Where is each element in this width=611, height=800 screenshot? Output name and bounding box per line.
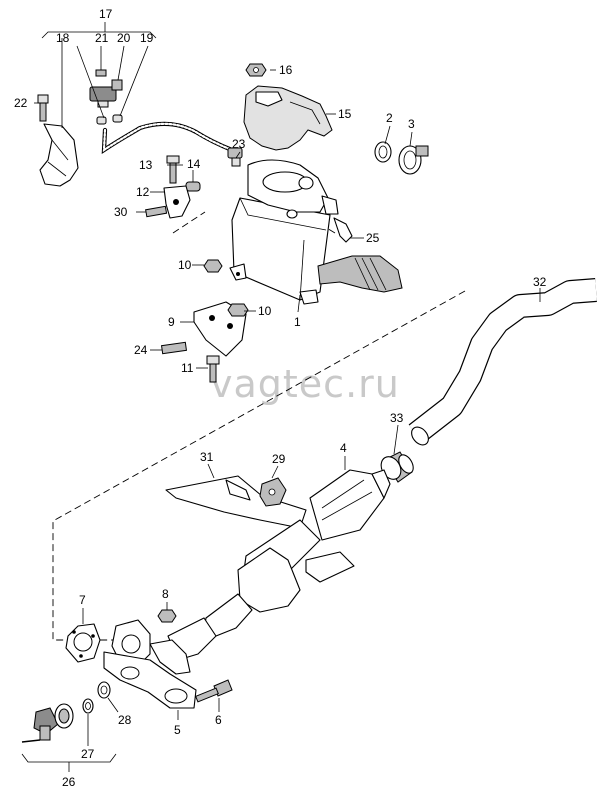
temperature-sensor-26 [21,703,74,743]
screw-21 [95,69,107,77]
clamp-33 [380,451,414,483]
bracket-29 [259,477,287,507]
assembly-line-2 [172,211,206,234]
callout-11: 11 [181,361,194,375]
callout-20: 20 [117,31,131,45]
gasket-2 [374,141,392,163]
callout-26: 26 [62,775,76,789]
callout-3: 3 [408,117,415,131]
stud-30 [145,205,168,218]
seal-27 [82,698,94,714]
callout-23: 23 [232,137,246,151]
callout-9: 9 [168,315,175,329]
callout-labels: 17 18 21 20 19 22 16 15 2 3 23 13 14 12 … [14,7,547,789]
particulate-filter-1 [229,159,403,305]
leader-lines [34,38,541,746]
callout-1: 1 [294,315,301,329]
callout-22: 22 [14,96,28,110]
sensor-hose-19 [101,121,235,155]
nut-8 [157,609,177,623]
callout-13: 13 [139,158,153,172]
downpipe-5 [103,619,197,709]
nut-10-lower [227,303,249,317]
callout-2: 2 [386,111,393,125]
sensor-bracket-22 [39,123,79,187]
bushing-14 [185,181,201,192]
stud-24 [160,341,188,355]
tailpipe-32 [408,278,597,446]
nut-10-upper [203,259,223,273]
callout-7: 7 [79,593,86,607]
callout-19: 19 [140,31,154,45]
callout-10a: 10 [178,258,192,272]
nut-16 [245,63,267,77]
clamp-28 [97,681,111,699]
callout-30: 30 [114,205,128,219]
callout-27: 27 [81,747,95,761]
callout-32: 32 [533,275,547,289]
clip-25 [333,217,353,243]
callout-33: 33 [390,411,404,425]
gasket-7 [65,623,101,663]
callout-18: 18 [56,31,70,45]
callout-6: 6 [215,713,222,727]
bolt-13 [166,155,180,184]
callout-16: 16 [279,63,293,77]
callout-29: 29 [272,452,286,466]
bolt-22 [37,94,49,122]
clamp-3 [398,145,429,175]
heat-shield-15 [243,85,333,151]
bracket-12 [163,185,191,219]
bolt-11 [206,355,220,383]
group-26-bracket [21,753,117,772]
callout-17: 17 [99,7,113,21]
hose-clamps-18-19 [96,114,123,125]
callout-4: 4 [340,441,347,455]
callout-10b: 10 [258,304,272,318]
callout-31: 31 [200,450,214,464]
watermark: vagtec.ru [210,362,400,406]
catalytic-converter-4 [165,469,391,661]
group-17-bracket [41,22,157,39]
callout-25: 25 [366,231,380,245]
callout-8: 8 [162,587,169,601]
callout-15: 15 [338,107,352,121]
callout-28: 28 [118,713,132,727]
callout-12: 12 [136,185,150,199]
callout-14: 14 [187,157,201,171]
callout-5: 5 [174,723,181,737]
callout-21: 21 [95,31,109,45]
bolt-6 [195,679,233,703]
callout-24: 24 [134,343,148,357]
